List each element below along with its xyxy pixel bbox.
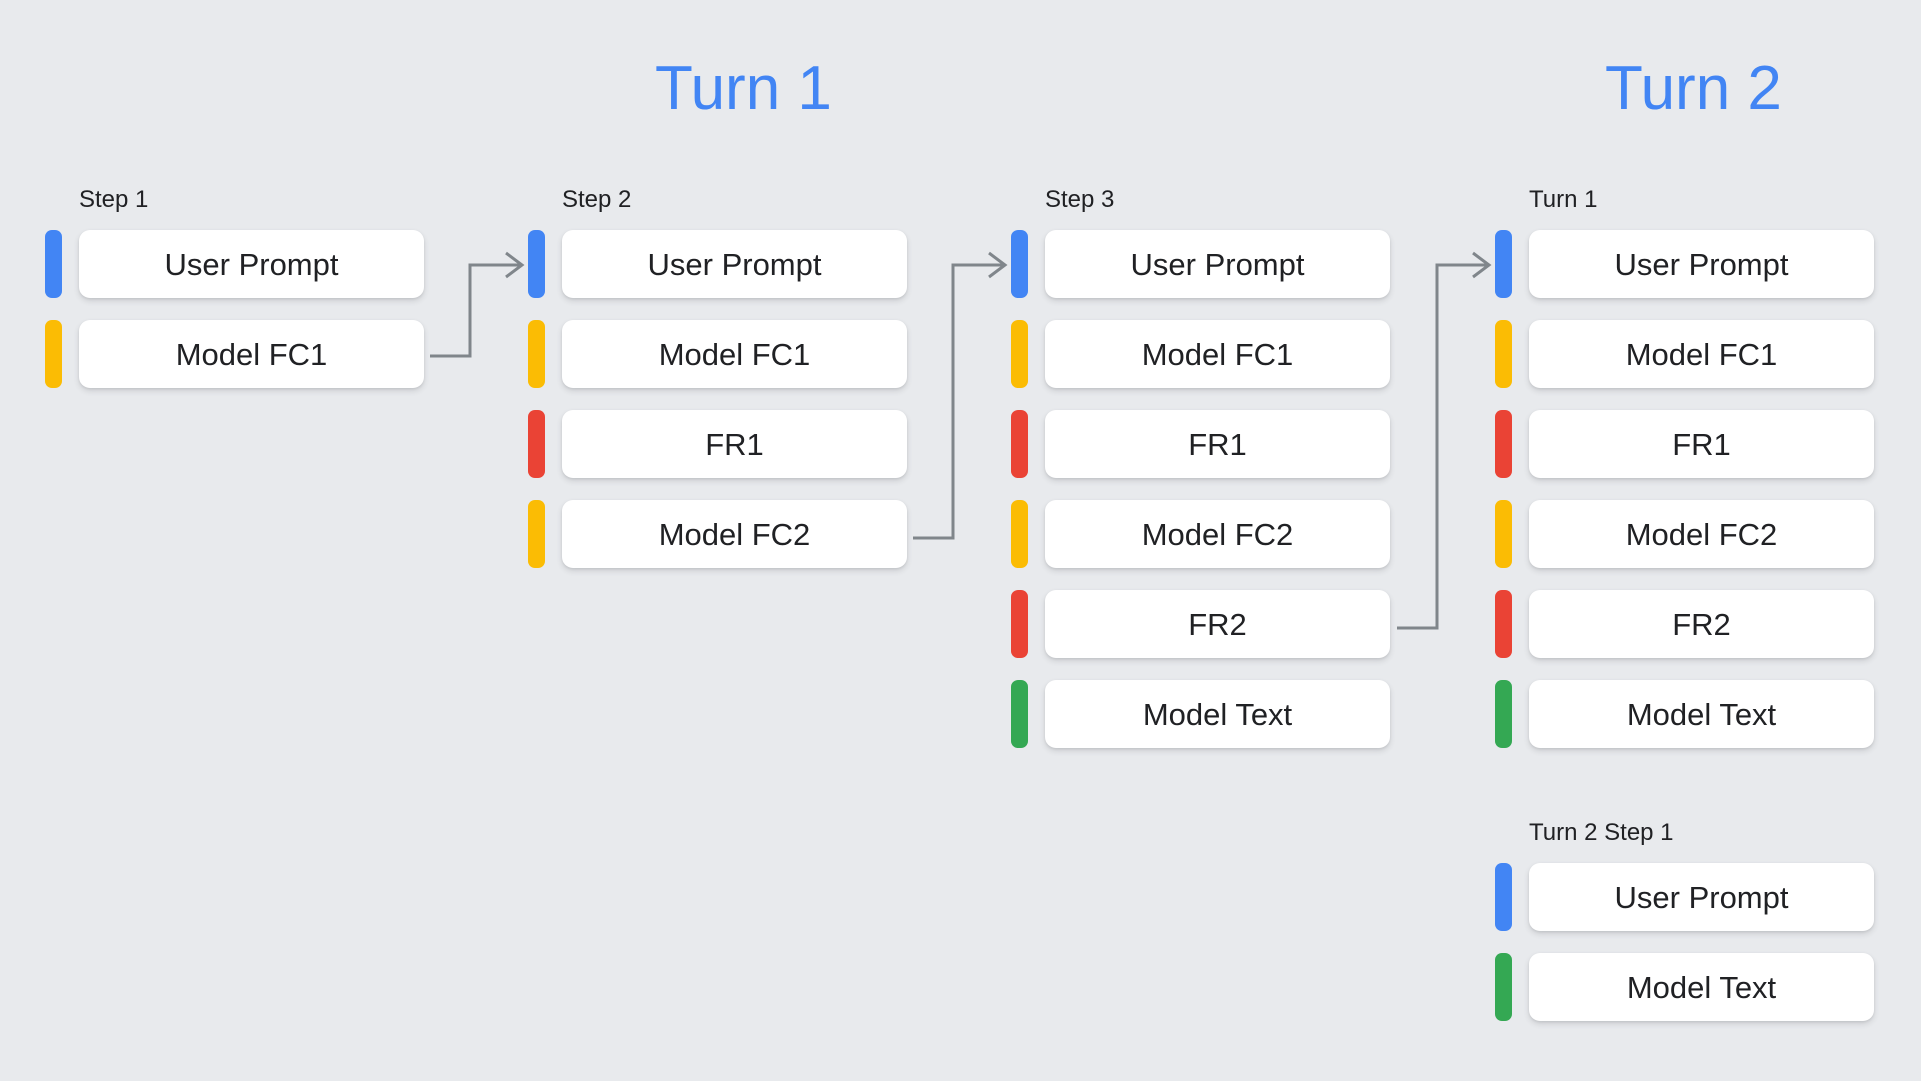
card-model-fc1[interactable]: Model FC1	[79, 320, 424, 388]
card-label: User Prompt	[1614, 246, 1789, 282]
row-fr1[interactable]: FR1	[1495, 410, 1874, 478]
card-fr2[interactable]: FR2	[1045, 590, 1390, 658]
column-label-step-3: Step 3	[1045, 186, 1115, 213]
status-bar-yellow	[1011, 320, 1028, 388]
status-bar-yellow	[1495, 320, 1512, 388]
row-fr2[interactable]: FR2	[1495, 590, 1874, 658]
status-bar-blue	[1495, 863, 1512, 931]
row-fr2[interactable]: FR2	[1011, 590, 1390, 658]
status-bar-red	[528, 410, 545, 478]
card-label: Model FC2	[1141, 516, 1294, 552]
row-user-prompt[interactable]: User Prompt	[45, 230, 424, 298]
card-fr1[interactable]: FR1	[1045, 410, 1390, 478]
connector-step3-to-turn-1-recap	[1397, 240, 1507, 640]
connector-arrow-icon	[430, 251, 525, 358]
row-user-prompt[interactable]: User Prompt	[528, 230, 907, 298]
status-bar-blue	[1495, 230, 1512, 298]
status-bar-green	[1495, 953, 1512, 1021]
column-label-turn-2-step-1: Turn 2 Step 1	[1529, 819, 1674, 846]
card-model-fc1[interactable]: Model FC1	[1045, 320, 1390, 388]
row-user-prompt[interactable]: User Prompt	[1011, 230, 1390, 298]
card-label: Model Text	[1142, 696, 1293, 732]
row-model-text[interactable]: Model Text	[1495, 680, 1874, 748]
card-label: User Prompt	[647, 246, 822, 282]
status-bar-red	[1011, 590, 1028, 658]
card-model-fc2[interactable]: Model FC2	[1529, 500, 1874, 568]
card-label: FR2	[1188, 606, 1247, 642]
card-label: Model FC2	[1625, 516, 1778, 552]
card-fr1[interactable]: FR1	[562, 410, 907, 478]
row-model-fc2[interactable]: Model FC2	[1495, 500, 1874, 568]
card-user-prompt[interactable]: User Prompt	[1529, 863, 1874, 931]
status-bar-yellow	[45, 320, 62, 388]
card-label: User Prompt	[164, 246, 339, 282]
column-label-step-1: Step 1	[79, 186, 149, 213]
status-bar-yellow	[528, 500, 545, 568]
card-user-prompt[interactable]: User Prompt	[79, 230, 424, 298]
card-fr2[interactable]: FR2	[1529, 590, 1874, 658]
status-bar-yellow	[528, 320, 545, 388]
row-model-text[interactable]: Model Text	[1495, 953, 1874, 1021]
card-label: Model FC2	[658, 516, 811, 552]
status-bar-green	[1011, 680, 1028, 748]
card-label: Model FC1	[1625, 336, 1778, 372]
status-bar-blue	[528, 230, 545, 298]
status-bar-blue	[1011, 230, 1028, 298]
card-model-text[interactable]: Model Text	[1529, 680, 1874, 748]
card-model-fc1[interactable]: Model FC1	[562, 320, 907, 388]
card-user-prompt[interactable]: User Prompt	[562, 230, 907, 298]
column-label-turn-1: Turn 1	[1529, 186, 1598, 213]
status-bar-yellow	[1495, 500, 1512, 568]
status-bar-red	[1011, 410, 1028, 478]
card-model-fc1[interactable]: Model FC1	[1529, 320, 1874, 388]
status-bar-yellow	[1011, 500, 1028, 568]
card-label: User Prompt	[1614, 879, 1789, 915]
card-user-prompt[interactable]: User Prompt	[1529, 230, 1874, 298]
turn-2-title: Turn 2	[1605, 54, 1782, 123]
card-label: Model Text	[1626, 696, 1777, 732]
row-model-fc1[interactable]: Model FC1	[45, 320, 424, 388]
card-label: Model FC1	[1141, 336, 1294, 372]
card-label: Model FC1	[175, 336, 328, 372]
status-bar-green	[1495, 680, 1512, 748]
card-label: Model FC1	[658, 336, 811, 372]
connector-arrow-icon	[913, 251, 1008, 540]
card-model-fc2[interactable]: Model FC2	[1045, 500, 1390, 568]
row-model-fc2[interactable]: Model FC2	[1011, 500, 1390, 568]
status-bar-blue	[45, 230, 62, 298]
turn-1-title: Turn 1	[655, 54, 832, 123]
row-model-text[interactable]: Model Text	[1011, 680, 1390, 748]
row-model-fc1[interactable]: Model FC1	[1011, 320, 1390, 388]
row-model-fc1[interactable]: Model FC1	[1495, 320, 1874, 388]
connector-step2-to-step3	[913, 240, 1023, 550]
card-model-text[interactable]: Model Text	[1529, 953, 1874, 1021]
card-label: FR1	[705, 426, 764, 462]
connector-arrow-icon	[1397, 251, 1492, 630]
connector-step1-to-step2	[430, 240, 540, 370]
row-fr1[interactable]: FR1	[528, 410, 907, 478]
row-user-prompt[interactable]: User Prompt	[1495, 230, 1874, 298]
card-label: Model Text	[1626, 969, 1777, 1005]
status-bar-red	[1495, 590, 1512, 658]
card-label: FR1	[1672, 426, 1731, 462]
row-user-prompt[interactable]: User Prompt	[1495, 863, 1874, 931]
card-model-fc2[interactable]: Model FC2	[562, 500, 907, 568]
row-model-fc2[interactable]: Model FC2	[528, 500, 907, 568]
card-label: FR1	[1188, 426, 1247, 462]
card-label: FR2	[1672, 606, 1731, 642]
card-label: User Prompt	[1130, 246, 1305, 282]
row-model-fc1[interactable]: Model FC1	[528, 320, 907, 388]
row-fr1[interactable]: FR1	[1011, 410, 1390, 478]
column-label-step-2: Step 2	[562, 186, 632, 213]
card-model-text[interactable]: Model Text	[1045, 680, 1390, 748]
card-fr1[interactable]: FR1	[1529, 410, 1874, 478]
card-user-prompt[interactable]: User Prompt	[1045, 230, 1390, 298]
status-bar-red	[1495, 410, 1512, 478]
